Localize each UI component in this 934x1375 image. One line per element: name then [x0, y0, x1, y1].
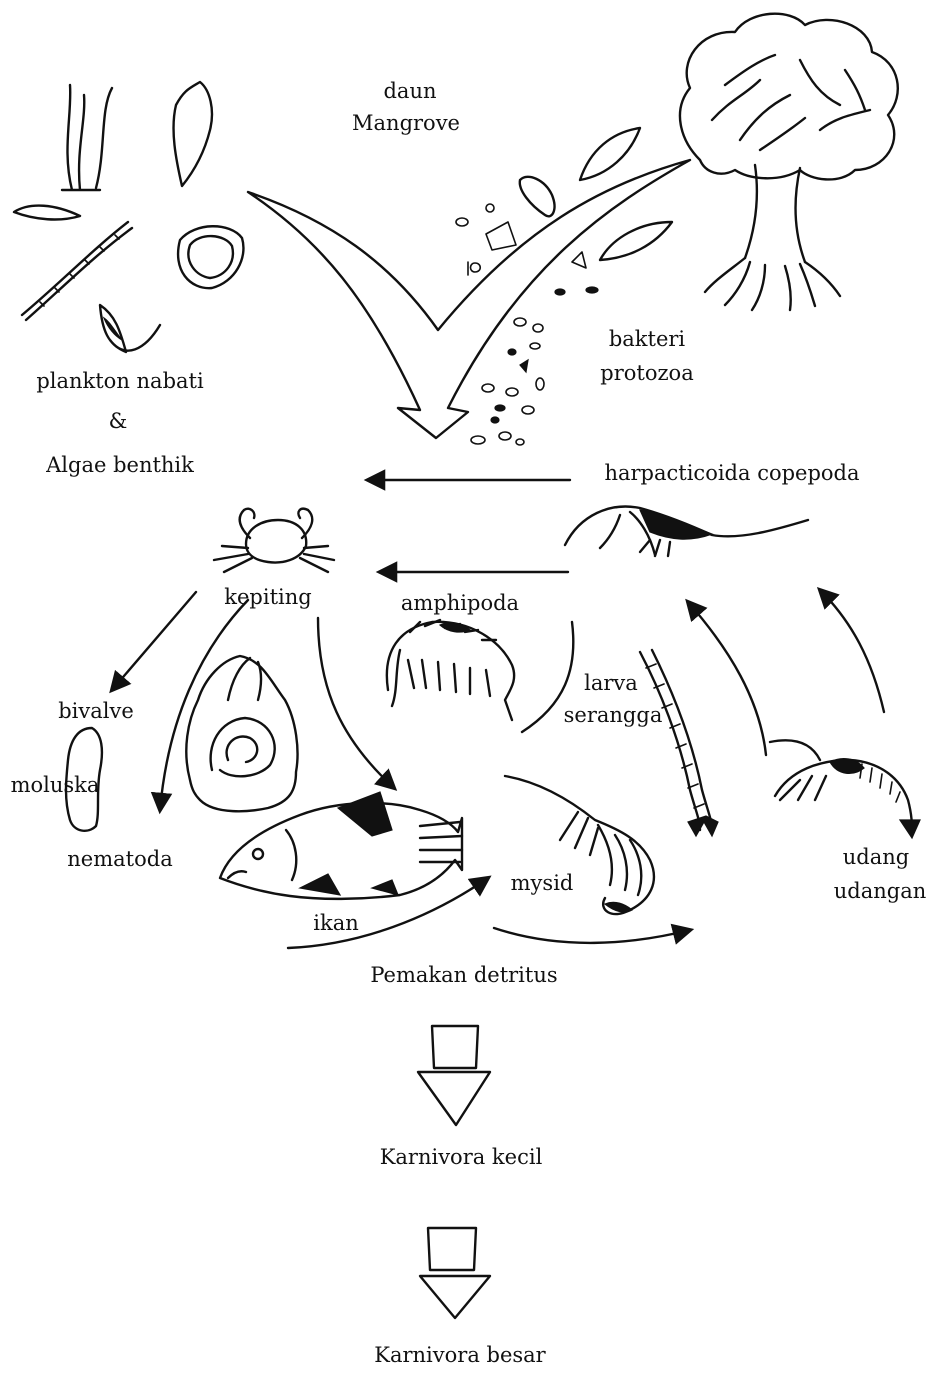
detritus-flow-arrow — [248, 160, 690, 438]
arrow-to-copepoda-2 — [820, 590, 884, 712]
insect-larva-icon — [640, 650, 718, 836]
label-plankton-nabati: plankton nabati — [36, 369, 204, 393]
label-ikan: ikan — [313, 911, 359, 935]
mangrove-tree-icon — [680, 14, 898, 310]
label-amphipoda: amphipoda — [401, 591, 519, 615]
label-karnivora-kecil: Karnivora kecil — [380, 1145, 543, 1169]
label-larva: larva — [584, 671, 638, 695]
trophic-arrow-to-karnivora-kecil — [418, 1026, 490, 1125]
label-udang: udang — [843, 845, 909, 869]
label-moluska: moluska — [11, 773, 100, 797]
plankton-icon — [14, 82, 243, 352]
label-kepiting: kepiting — [224, 585, 311, 609]
amphipod-icon — [387, 620, 514, 720]
gastropod-shell-icon — [186, 656, 297, 811]
label-mangrove: Mangrove — [352, 111, 460, 135]
label-udangan: udangan — [834, 879, 927, 903]
label-serangga: serangga — [564, 703, 663, 727]
fish-icon — [220, 792, 462, 899]
crab-icon — [214, 509, 334, 572]
arrow-kepiting-to-ikan — [318, 618, 394, 788]
label-mysid: mysid — [511, 871, 574, 895]
label-protozoa: protozoa — [600, 361, 693, 385]
arrow-kepiting-to-bivalve — [112, 592, 196, 690]
label-karnivora-besar: Karnivora besar — [374, 1343, 546, 1367]
label-nematoda: nematoda — [67, 847, 172, 871]
label-ampersand: & — [109, 409, 128, 433]
label-bivalve: bivalve — [58, 699, 134, 723]
label-harpacticoida-copepoda: harpacticoida copepoda — [604, 461, 859, 485]
arrow-to-copepoda-1 — [688, 602, 766, 755]
shrimp-icon — [770, 740, 920, 838]
label-daun: daun — [383, 79, 436, 103]
trophic-arrow-to-karnivora-besar — [420, 1228, 490, 1318]
arrow-kepiting-to-nematoda — [160, 600, 248, 810]
copepod-icon — [565, 507, 808, 556]
label-bakteri: bakteri — [609, 327, 686, 351]
label-pemakan-detritus: Pemakan detritus — [370, 963, 557, 987]
arrow-mysid-to-udang — [494, 928, 690, 943]
label-algae-benthik: Algae benthik — [45, 453, 194, 477]
